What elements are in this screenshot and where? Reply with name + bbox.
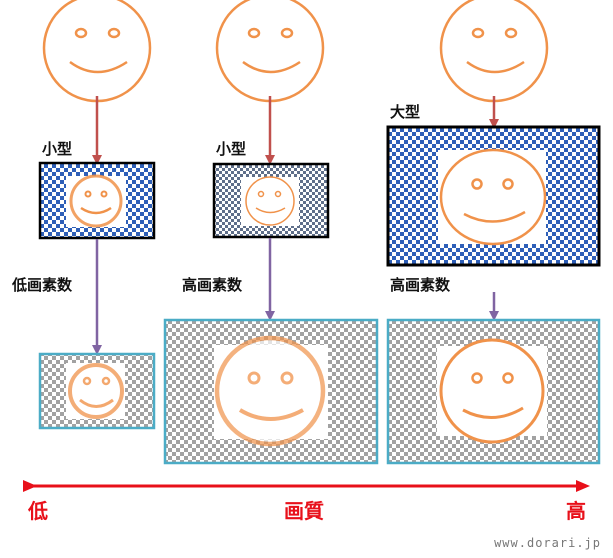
sensor-large-3 <box>386 125 601 267</box>
label-high-pixels-2: 高画素数 <box>182 276 243 294</box>
label-high-pixels-3: 高画素数 <box>390 276 451 294</box>
quality-high-label: 高 <box>566 499 586 523</box>
label-low-pixels-1: 低画素数 <box>12 276 73 294</box>
subject-face-3 <box>439 0 549 103</box>
label-large-sensor-3: 大型 <box>390 103 421 121</box>
sensor-small-1 <box>38 161 156 240</box>
sensor-small-2 <box>212 162 330 239</box>
quality-low-label: 低 <box>28 499 48 523</box>
quality-center-label: 画質 <box>284 499 324 523</box>
photo-high-3 <box>386 318 601 465</box>
subject-face-1 <box>42 0 152 103</box>
label-small-sensor-2: 小型 <box>216 140 247 158</box>
subject-face-2 <box>215 0 325 103</box>
label-small-sensor-1: 小型 <box>42 140 73 158</box>
photo-low-1 <box>38 352 156 430</box>
site-credit: www.dorari.jp <box>494 536 601 550</box>
photo-high-2 <box>163 318 379 465</box>
